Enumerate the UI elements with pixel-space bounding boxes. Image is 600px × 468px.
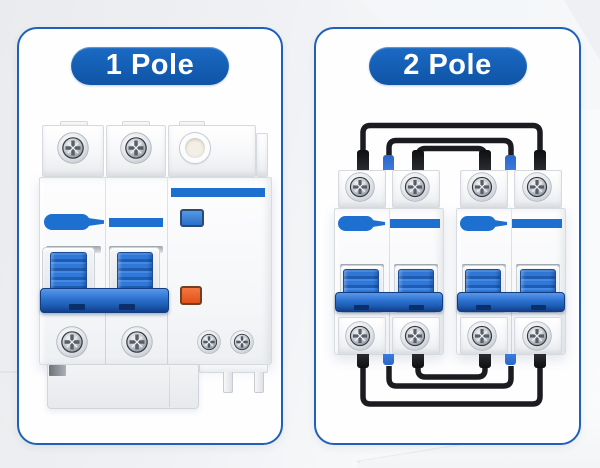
- handle-tie-bar: [457, 292, 565, 312]
- top-tab: [60, 121, 88, 126]
- module-seam: [389, 209, 390, 354]
- phillips-screw-icon: [467, 321, 497, 351]
- black-terminal-stub: [412, 354, 424, 368]
- black-terminal-stub: [534, 354, 546, 368]
- blue-terminal-stub: [383, 155, 394, 170]
- blue-terminal-stub: [505, 354, 516, 365]
- tie-bar-notch: [476, 305, 491, 310]
- black-terminal-stub: [534, 150, 546, 170]
- blue-stripe: [171, 188, 265, 197]
- round-indicator-window-icon: [180, 133, 210, 163]
- black-terminal-stub: [479, 150, 491, 170]
- blue-indicator-button: [180, 209, 204, 227]
- badge-2-pole-label: 2 Pole: [403, 49, 492, 81]
- handle-tie-bar: [40, 288, 169, 313]
- base-seam: [169, 366, 170, 407]
- badge-2-pole: 2 Pole: [368, 47, 527, 85]
- wire-top-outer: [360, 122, 543, 157]
- module-seam: [511, 209, 512, 354]
- phillips-screw-icon: [121, 326, 153, 358]
- phillips-screw-icon: [522, 172, 552, 202]
- wire-bottom-inner: [415, 366, 488, 380]
- tie-bar-notch: [354, 305, 369, 310]
- black-terminal-stub: [357, 150, 369, 170]
- phillips-screw-icon: [345, 172, 375, 202]
- din-clip-notch: [49, 365, 66, 376]
- jumper-wires: [360, 122, 543, 407]
- phillips-screw-icon: [522, 321, 552, 351]
- tie-bar-notch: [119, 304, 135, 310]
- terminal-block-step: [256, 133, 268, 177]
- badge-1-pole: 1 Pole: [71, 47, 229, 85]
- panel-1-pole: 1 Pole: [17, 27, 283, 445]
- module-seam: [167, 178, 168, 364]
- top-tab: [122, 121, 150, 126]
- phillips-screw-icon: [345, 321, 375, 351]
- label-stripe-tail: [88, 218, 104, 226]
- phillips-screw-icon: [120, 132, 152, 164]
- blue-stripe: [390, 219, 440, 228]
- phillips-screw-icon: [197, 330, 221, 354]
- handle-tie-bar: [335, 292, 443, 312]
- badge-1-pole-label: 1 Pole: [105, 49, 195, 81]
- label-stripe-pill: [338, 216, 374, 231]
- black-terminal-stub: [412, 150, 424, 170]
- breaker-2-pole-right: [456, 150, 566, 368]
- breaker-2-pole-left: [334, 150, 444, 368]
- tie-bar-notch: [69, 304, 85, 310]
- phillips-screw-icon: [467, 172, 497, 202]
- orange-test-button: [180, 286, 202, 305]
- blue-terminal-stub: [383, 354, 394, 365]
- wire-top-middle: [386, 137, 514, 160]
- blue-stripe: [109, 218, 163, 227]
- panel-2-pole: 2 Pole: [314, 27, 581, 445]
- wire-bottom-middle: [386, 366, 514, 389]
- label-stripe-tail: [494, 220, 507, 227]
- phillips-screw-icon: [400, 172, 430, 202]
- terminal-pin: [223, 372, 233, 393]
- label-stripe-tail: [372, 220, 385, 227]
- wire-bottom-outer: [360, 366, 543, 407]
- background-shelf-line: [0, 371, 18, 373]
- label-stripe-pill: [460, 216, 496, 231]
- din-base: [47, 364, 199, 409]
- phillips-screw-icon: [56, 326, 88, 358]
- tie-bar-notch: [409, 305, 424, 310]
- label-stripe-pill: [44, 214, 90, 230]
- phillips-screw-icon: [400, 321, 430, 351]
- blue-terminal-stub: [505, 155, 516, 170]
- black-terminal-stub: [479, 354, 491, 368]
- tie-bar-notch: [531, 305, 546, 310]
- module-seam: [105, 178, 106, 364]
- phillips-screw-icon: [230, 330, 254, 354]
- top-tab: [179, 121, 205, 126]
- phillips-screw-icon: [57, 132, 89, 164]
- blue-stripe: [512, 219, 562, 228]
- terminal-pin: [254, 372, 264, 393]
- bottom-step: [199, 364, 268, 373]
- breaker-1-pole-rcbo: [39, 121, 272, 409]
- black-terminal-stub: [357, 354, 369, 368]
